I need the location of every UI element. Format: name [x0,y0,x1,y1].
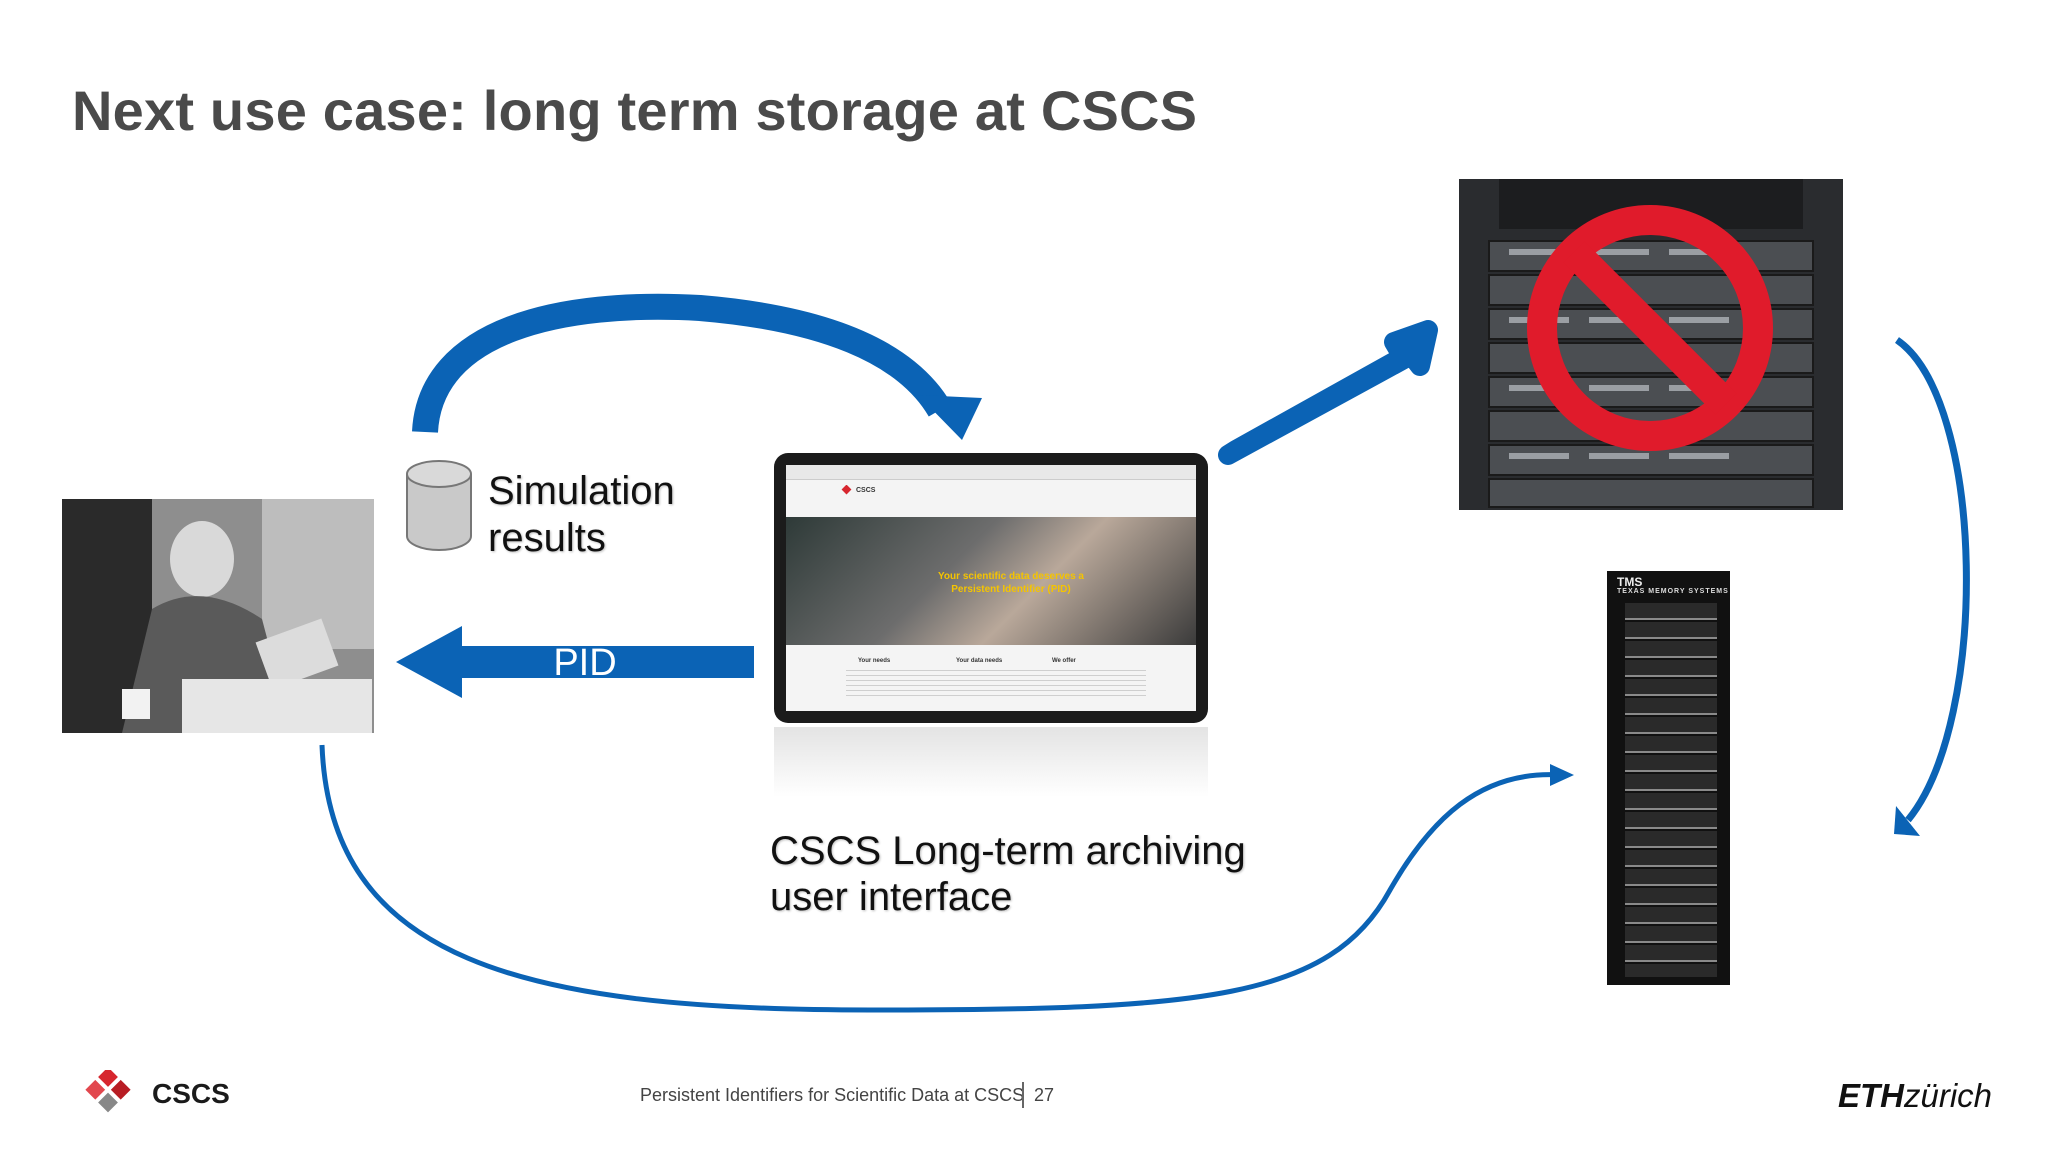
hero-line2: Persistent Identifier (PID) [951,584,1071,595]
footer-page-number: 27 [1034,1085,1055,1105]
ui-label-line1: CSCS Long-term archiving [770,829,1246,873]
archiving-ui-label: CSCS Long-term archiving user interface [770,828,1246,920]
arc-arrow-head [918,395,982,440]
tablet-device: CSCS Your scientific data deserves a Per… [774,453,1208,723]
footer-presentation-title: Persistent Identifiers for Scientific Da… [640,1085,1025,1105]
col3-heading: We offer [1052,658,1076,664]
body-text-lines [846,670,1146,700]
ui-label-line2: user interface [770,875,1013,919]
hero-image: Your scientific data deserves a Persiste… [786,517,1196,645]
rack-to-tower-curve [1895,337,1970,823]
tms-storage-tower-image: TMS TEXAS MEMORY SYSTEMS [1607,571,1730,985]
site-logo-icon [841,485,852,495]
eth-logo-regular: zürich [1904,1077,1993,1114]
tower-brand-line2: TEXAS MEMORY SYSTEMS [1617,588,1729,595]
tablet-reflection [774,727,1208,797]
col2-heading: Your data needs [956,658,1003,664]
diagonal-arrow-to-rack [1218,320,1438,465]
tower-brand-line1: TMS [1617,575,1643,589]
browser-toolbar [786,465,1196,480]
simulation-label-line1: Simulation [488,469,675,513]
person-photo [62,499,374,733]
prohibited-sign-icon [1527,205,1773,451]
pid-arrow [396,626,754,698]
person-to-tower-curve [319,744,1561,1013]
site-name: CSCS [856,487,876,494]
slide-title: Next use case: long term storage at CSCS [72,79,1198,142]
eth-zurich-logo: ETHzürich [1838,1077,1992,1115]
footer-separator [1022,1082,1024,1108]
eth-logo-bold: ETH [1838,1077,1904,1114]
simulation-label-line2: results [488,516,606,560]
cscs-logo-text: CSCS [152,1078,230,1109]
rack-to-tower-head [1894,806,1920,836]
cscs-logo-icon [85,1070,131,1113]
pid-label: PID [553,642,617,684]
tower-drive-slots [1625,603,1717,977]
simulation-results-label: Simulation results [488,468,675,562]
arc-arrow-to-tablet [412,293,952,434]
person-photo-image [62,499,374,733]
tablet-screen: CSCS Your scientific data deserves a Per… [786,465,1196,711]
col1-heading: Your needs [858,658,891,664]
person-to-tower-head [1550,764,1574,786]
database-cylinder-icon [406,460,472,551]
hero-line1: Your scientific data deserves a [938,571,1084,582]
server-rack-image [1459,179,1843,510]
